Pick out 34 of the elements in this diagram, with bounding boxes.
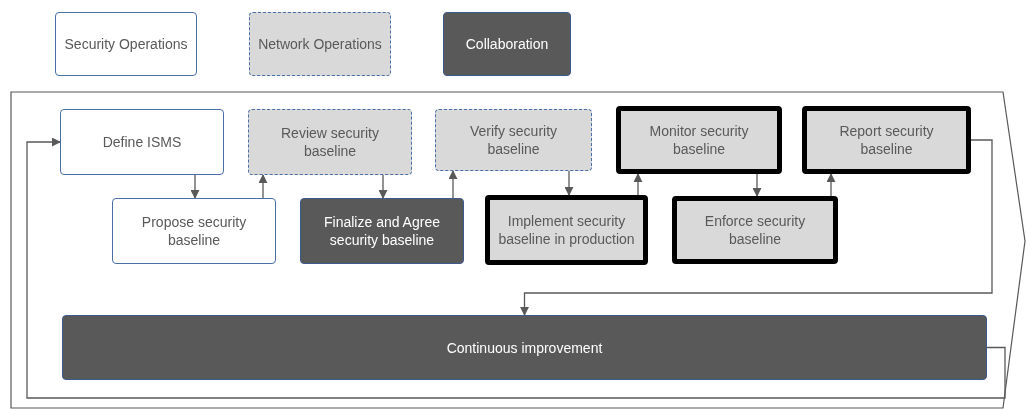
- box-label: Continuous improvement: [445, 338, 604, 357]
- arrow: [826, 173, 836, 197]
- box-label: Review security baseline: [280, 124, 380, 160]
- box-label: Monitor security baseline: [648, 122, 750, 158]
- box-label: Define ISMS: [101, 133, 183, 151]
- process-box: [300, 198, 464, 264]
- arrow: [520, 139, 993, 316]
- process-box: [60, 109, 224, 175]
- process-box: [616, 106, 782, 174]
- chevron-frame: [10, 91, 1027, 409]
- process-box: [62, 315, 987, 380]
- box-label: Propose security baseline: [140, 213, 248, 249]
- legend-label: Collaboration: [464, 35, 550, 53]
- box-label: Implement security baseline in production: [497, 212, 636, 248]
- box-label: Enforce security baseline: [703, 212, 807, 248]
- box-label: Finalize and Agree security baseline: [323, 213, 441, 249]
- process-box: [485, 195, 648, 265]
- process-box: [112, 198, 276, 264]
- process-box: [435, 109, 592, 171]
- process-box: [802, 106, 971, 174]
- arrow: [378, 174, 388, 199]
- box-label: Report security baseline: [838, 122, 935, 158]
- legend-label: Security Operations: [63, 35, 189, 53]
- arrow: [258, 174, 268, 199]
- arrow: [633, 173, 643, 196]
- process-box: [672, 196, 838, 264]
- arrow: [26, 137, 1006, 399]
- arrow: [190, 174, 200, 199]
- arrow: [752, 173, 762, 197]
- legend-label: Network Operations: [257, 35, 383, 53]
- process-box: [248, 109, 412, 175]
- arrow: [564, 170, 574, 196]
- arrow: [448, 170, 458, 199]
- box-label: Verify security baseline: [468, 122, 559, 158]
